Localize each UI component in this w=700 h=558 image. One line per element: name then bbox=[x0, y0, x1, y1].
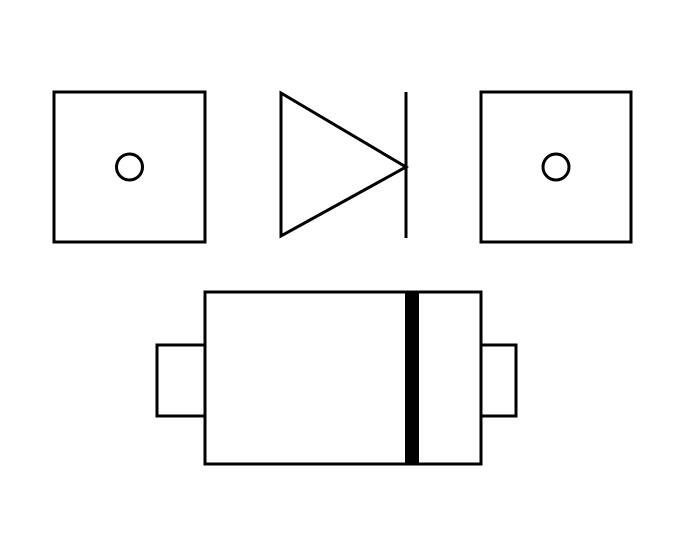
package-right-lead bbox=[479, 343, 518, 418]
cathode-pad-via-hole bbox=[541, 152, 571, 182]
package-body bbox=[203, 290, 483, 466]
diode-triangle bbox=[279, 90, 410, 239]
diode-symbol bbox=[279, 90, 410, 239]
package-left-lead bbox=[155, 343, 207, 418]
anode-pad bbox=[52, 90, 207, 244]
cathode-band bbox=[405, 292, 419, 464]
cathode-pad bbox=[479, 90, 633, 244]
anode-pad-via-hole bbox=[115, 152, 144, 182]
diode-package bbox=[155, 290, 518, 466]
